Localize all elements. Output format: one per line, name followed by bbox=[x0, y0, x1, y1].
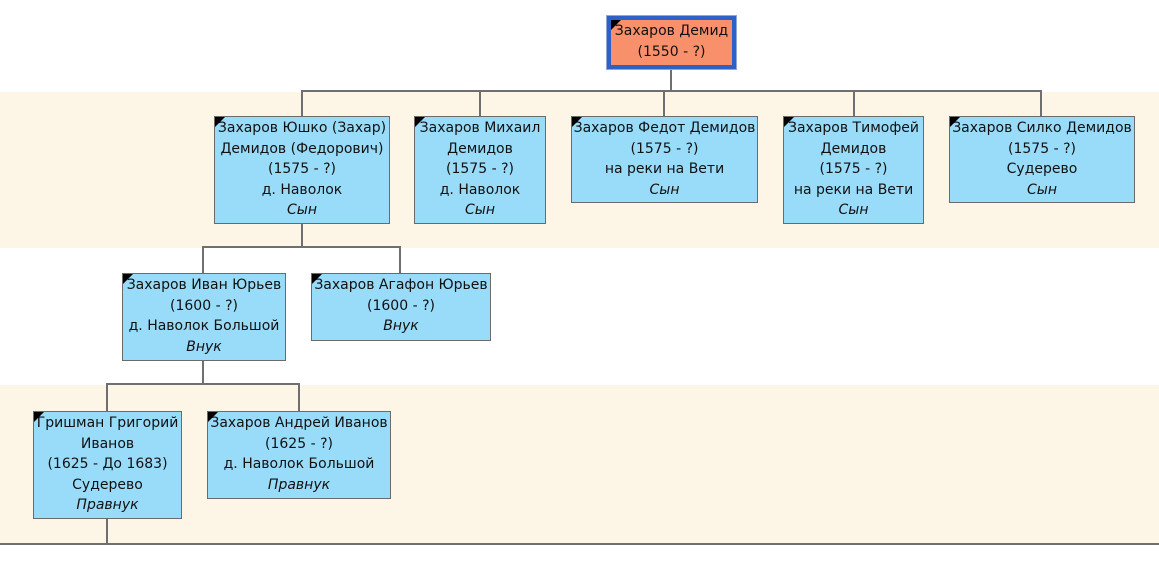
connector-root-down bbox=[670, 68, 672, 90]
person-place: д. Наволок bbox=[261, 181, 343, 198]
person-node-great-grandson-2[interactable]: Захаров Андрей Иванов (1625 - ?) д. Наво… bbox=[207, 411, 391, 499]
person-relation: Правнук bbox=[76, 497, 139, 513]
connector-son-1 bbox=[301, 90, 303, 116]
person-line: Захаров Михаил bbox=[419, 120, 541, 136]
person-line: Демидов bbox=[820, 140, 887, 157]
person-place: д. Наволок Большой bbox=[223, 456, 375, 472]
person-node-son-5[interactable]: Захаров Силко Демидов (1575 - ?) Судерев… bbox=[949, 116, 1135, 203]
connector-grandson-1 bbox=[202, 246, 204, 273]
deceased-corner-icon bbox=[950, 117, 960, 127]
deceased-corner-icon bbox=[611, 20, 621, 30]
connector-grandsons-bar bbox=[202, 246, 401, 248]
person-line: Демидов (Федорович) bbox=[220, 140, 384, 157]
person-node-grandson-1[interactable]: Захаров Иван Юрьев (1600 - ?) д. Наволок… bbox=[122, 273, 286, 361]
connector-son-4 bbox=[853, 90, 855, 116]
deceased-corner-icon bbox=[572, 117, 582, 127]
person-line: Захаров Иван Юрьев bbox=[126, 277, 282, 293]
person-line: Захаров Юшко (Захар) bbox=[217, 120, 387, 136]
person-relation: Внук bbox=[186, 338, 222, 355]
person-name: Захаров Демид bbox=[614, 23, 729, 39]
person-node-son-1[interactable]: Захаров Юшко (Захар) Демидов (Федорович)… bbox=[214, 116, 390, 224]
person-place: д. Наволок Большой bbox=[128, 318, 280, 334]
connector-son-5 bbox=[1040, 90, 1042, 116]
person-place: д. Наволок bbox=[439, 181, 521, 198]
person-place: на реки на Вети bbox=[793, 181, 914, 198]
connector-son1-down bbox=[301, 224, 303, 247]
person-dates: (1575 - ?) bbox=[819, 161, 888, 177]
connector-sons-bar bbox=[301, 90, 1042, 92]
person-relation: Сын bbox=[287, 202, 317, 218]
person-relation: Правнук bbox=[267, 476, 331, 493]
generation-band-great-grandsons bbox=[0, 385, 1159, 543]
person-node-son-4[interactable]: Захаров Тимофей Демидов (1575 - ?) на ре… bbox=[783, 116, 924, 224]
person-line: Захаров Силко Демидов bbox=[952, 120, 1132, 136]
person-dates: (1600 - ?) bbox=[367, 297, 435, 314]
person-dates: (1625 - ?) bbox=[265, 435, 333, 452]
deceased-corner-icon bbox=[215, 117, 225, 127]
person-relation: Сын bbox=[649, 181, 680, 198]
person-dates: (1575 - ?) bbox=[1008, 140, 1076, 157]
person-node-grandson-2[interactable]: Захаров Агафон Юрьев (1600 - ?) Внук bbox=[311, 273, 491, 341]
connector-great-grandson1-down bbox=[106, 519, 108, 545]
person-dates: (1575 - ?) bbox=[630, 140, 699, 157]
person-dates: (1550 - ?) bbox=[637, 43, 706, 60]
person-line: Гришман Григорий bbox=[36, 415, 179, 431]
person-node-great-grandson-1[interactable]: Гришман Григорий Иванов (1625 - До 1683)… bbox=[33, 411, 182, 519]
person-relation: Сын bbox=[838, 202, 869, 218]
person-dates: (1575 - ?) bbox=[446, 161, 514, 177]
person-line: Демидов bbox=[447, 140, 513, 157]
connector-son-3 bbox=[663, 90, 665, 116]
person-node-son-2[interactable]: Захаров Михаил Демидов (1575 - ?) д. Нав… bbox=[414, 116, 546, 224]
deceased-corner-icon bbox=[34, 412, 44, 422]
deceased-corner-icon bbox=[312, 274, 322, 284]
person-line: Захаров Агафон Юрьев bbox=[314, 277, 488, 293]
person-line: Захаров Федот Демидов bbox=[573, 120, 756, 136]
person-dates: (1575 - ?) bbox=[268, 161, 336, 177]
deceased-corner-icon bbox=[784, 117, 794, 127]
person-place: Судерево bbox=[1006, 161, 1078, 177]
person-relation: Сын bbox=[465, 202, 495, 218]
person-place: Судерево bbox=[72, 476, 143, 493]
person-relation: Сын bbox=[1027, 181, 1057, 198]
bottom-divider bbox=[0, 543, 1159, 545]
person-place: на реки на Вети bbox=[604, 161, 725, 177]
connector-great-grandson-2 bbox=[298, 383, 300, 411]
person-dates: (1600 - ?) bbox=[170, 297, 238, 314]
person-node-root[interactable]: Захаров Демид (1550 - ?) bbox=[607, 16, 736, 69]
connector-son-2 bbox=[479, 90, 481, 116]
person-node-son-3[interactable]: Захаров Федот Демидов (1575 - ?) на реки… bbox=[571, 116, 758, 203]
person-line: Захаров Тимофей bbox=[787, 120, 920, 136]
connector-great-grandson-1 bbox=[106, 383, 108, 411]
person-relation: Внук bbox=[383, 318, 419, 334]
connector-grandson1-down bbox=[202, 361, 204, 384]
connector-grandson-2 bbox=[399, 246, 401, 273]
deceased-corner-icon bbox=[123, 274, 133, 284]
person-dates: (1625 - До 1683) bbox=[47, 456, 168, 472]
deceased-corner-icon bbox=[415, 117, 425, 127]
person-line: Иванов bbox=[80, 435, 135, 452]
connector-great-grandsons-bar bbox=[106, 383, 300, 385]
deceased-corner-icon bbox=[208, 412, 218, 422]
person-line: Захаров Андрей Иванов bbox=[210, 415, 388, 431]
